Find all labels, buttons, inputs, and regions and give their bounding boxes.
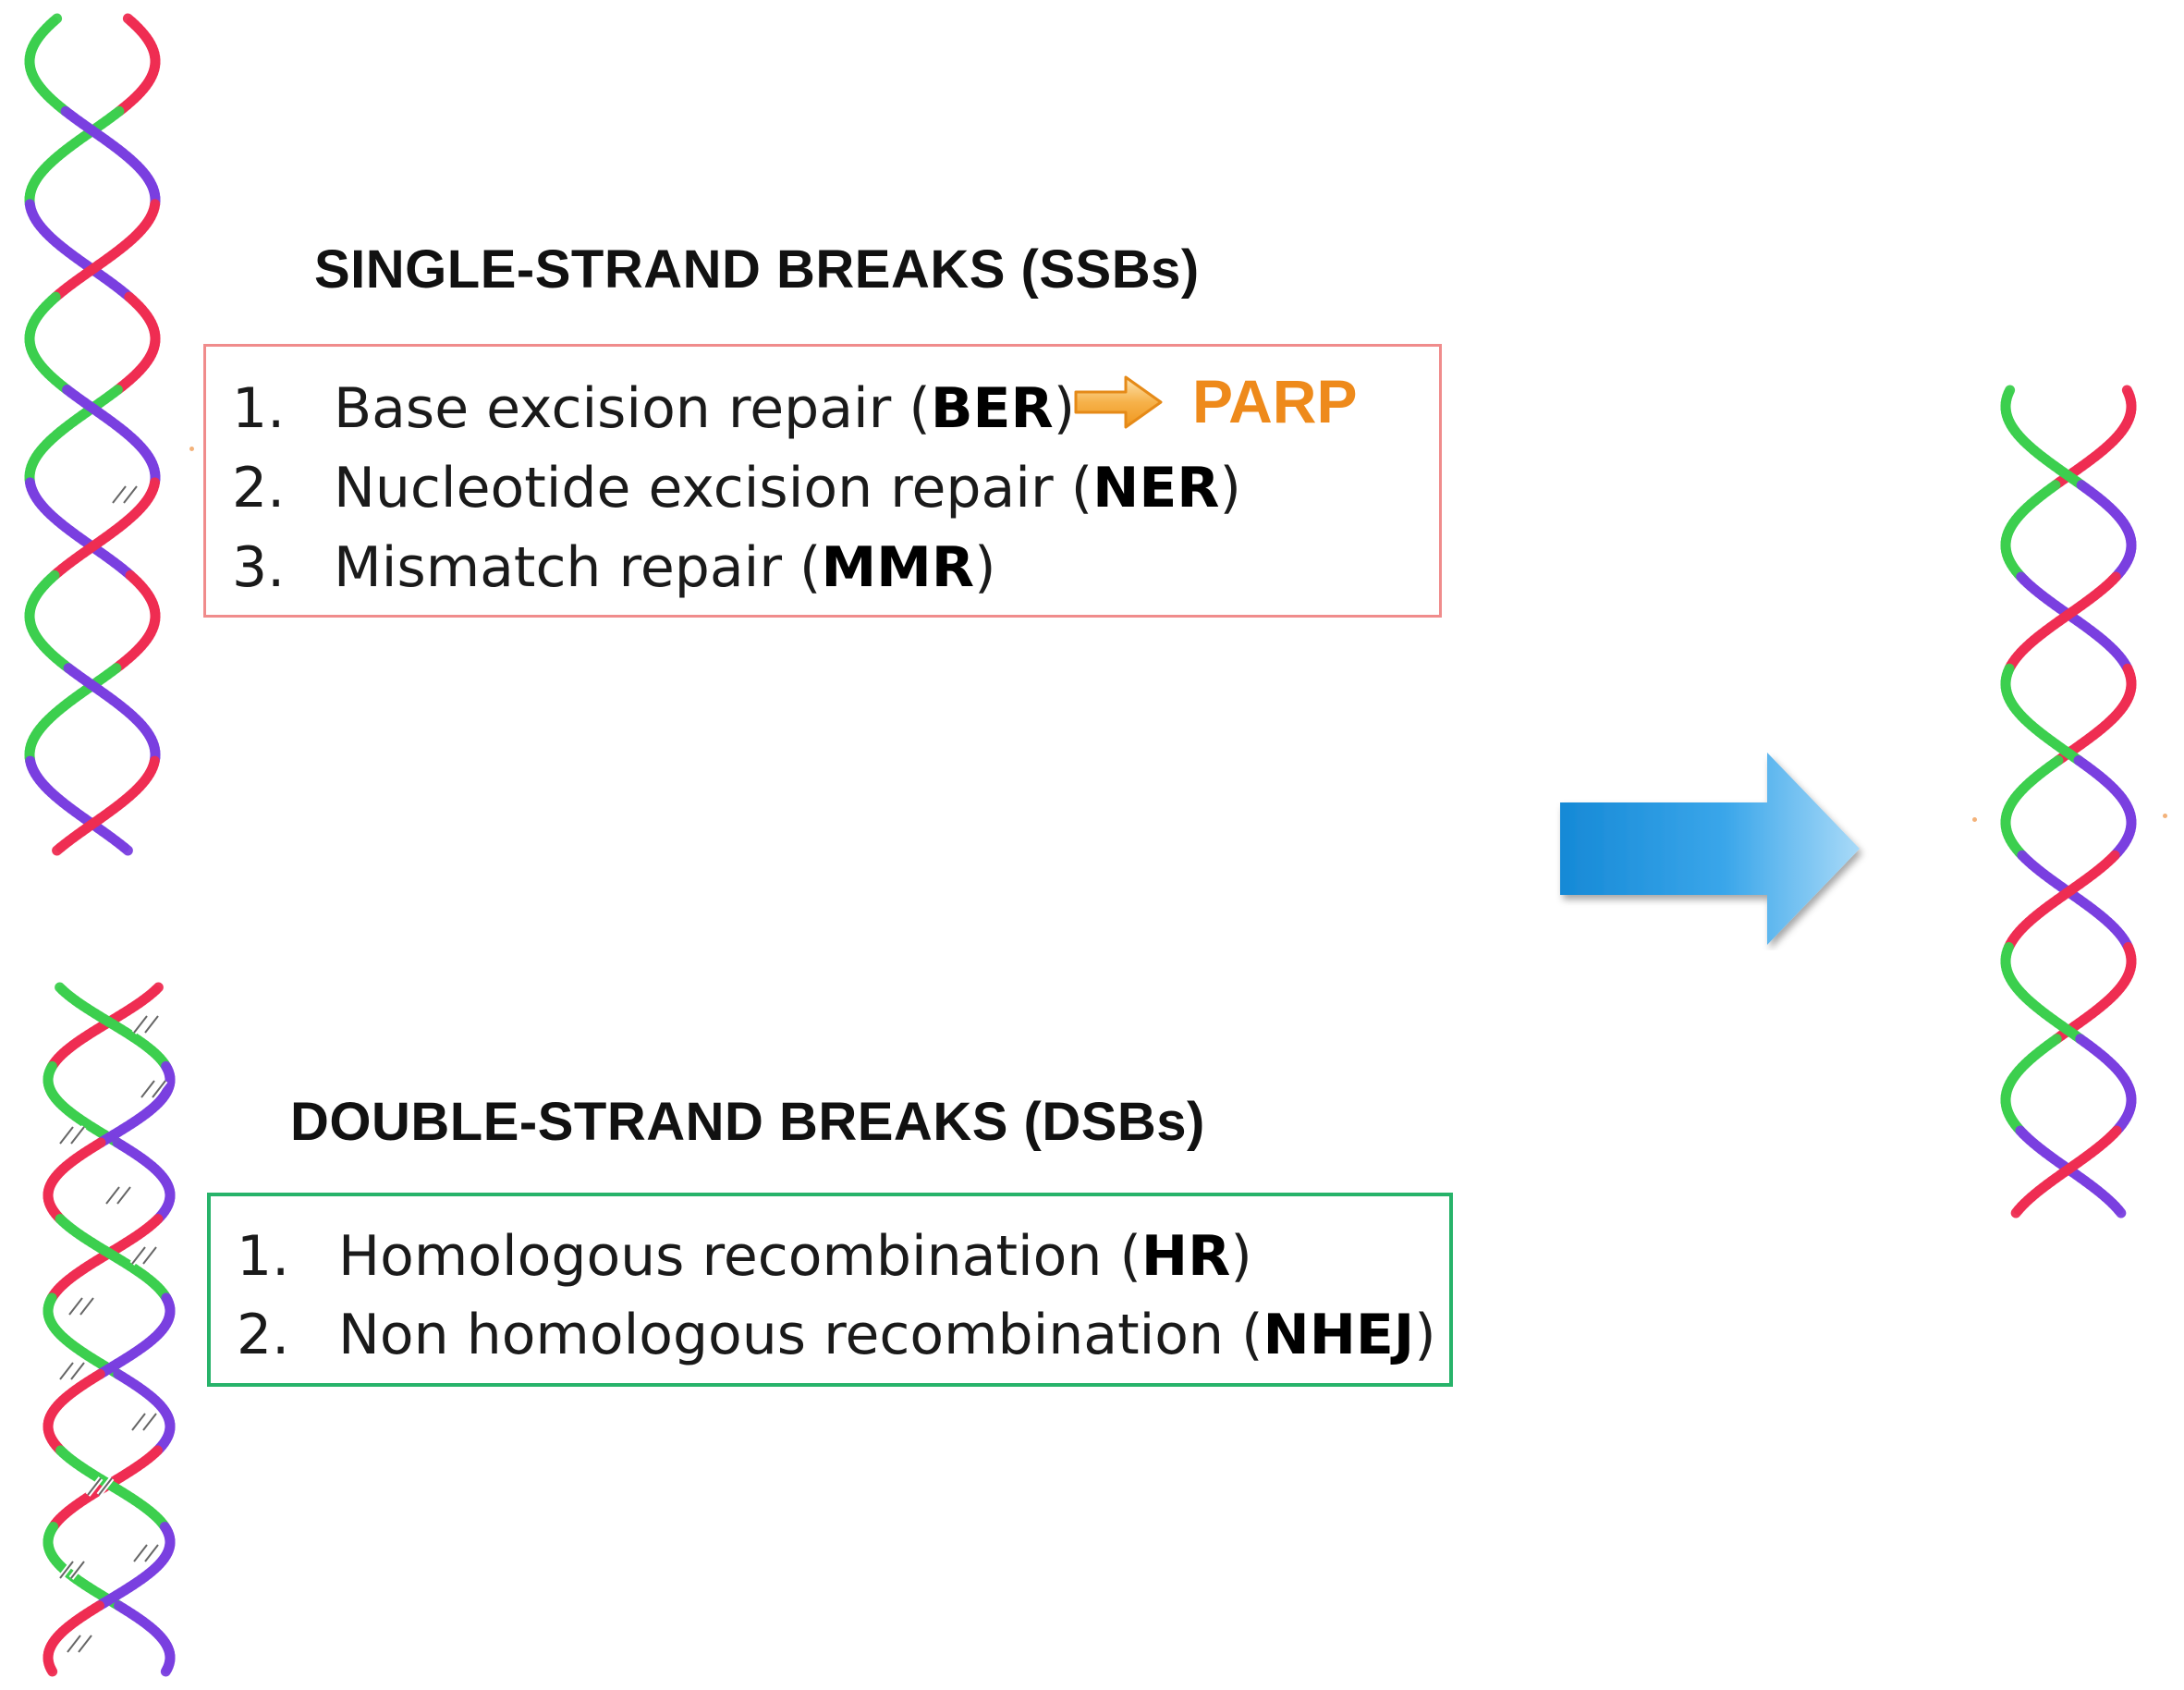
strand-break-mark <box>85 1476 115 1497</box>
strand-break-mark <box>57 1560 87 1580</box>
ssb-repair-pathways-box: 1. Base excision repair (BER) 2. Nucleotid… <box>203 344 1442 618</box>
helix-strand-segment <box>52 842 67 856</box>
pathway-abbreviation: HR <box>1141 1224 1231 1289</box>
helix-strand-segment <box>118 842 133 856</box>
helix-strand-segment <box>160 1663 173 1677</box>
speck <box>2163 814 2167 818</box>
ssb-pathway-ner: 2. Nucleotide excision repair (NER) <box>232 456 1241 520</box>
closing-paren: ) <box>1414 1303 1436 1367</box>
dna-helix-dsb-icon <box>43 982 176 1677</box>
pathway-label: Base excision repair ( <box>334 376 931 441</box>
ssb-pathway-ber: 1. Base excision repair (BER) <box>232 376 1075 441</box>
pathway-abbreviation: MMR <box>821 535 975 600</box>
pathway-label: Homologous recombination ( <box>338 1224 1141 1289</box>
dsb-pathway-hr: 1. Homologous recombination (HR) <box>237 1224 1252 1289</box>
dna-helix-repaired-icon <box>2000 385 2137 1219</box>
strand-break-mark <box>131 1014 161 1035</box>
parp-arrow-icon <box>1074 375 1163 429</box>
strand-break-mark <box>139 1079 168 1099</box>
helix-strand-segment <box>45 1663 58 1677</box>
list-number: 2. <box>237 1303 290 1367</box>
strand-break-mark <box>57 1361 87 1381</box>
dsb-heading: DOUBLE-STRAND BREAKS (DSBs) <box>290 1092 1205 1152</box>
helix-strand-segment <box>2010 1205 2024 1219</box>
pathway-abbreviation: BER <box>930 376 1054 441</box>
list-number: 1. <box>237 1224 290 1289</box>
pathway-label: Mismatch repair ( <box>334 535 822 600</box>
closing-paren: ) <box>1219 456 1241 520</box>
closing-paren: ) <box>1230 1224 1252 1289</box>
list-number: 1. <box>232 376 286 441</box>
list-number: 3. <box>232 535 286 600</box>
strand-break-mark <box>129 1245 159 1266</box>
parp-label: PARP <box>1192 367 1358 435</box>
helix-strand-segment <box>2113 1205 2127 1219</box>
strand-break-mark <box>129 1412 159 1432</box>
ssb-heading: SINGLE-STRAND BREAKS (SSBs) <box>314 239 1200 300</box>
closing-paren: ) <box>974 535 996 600</box>
dna-helix-ssb-icon <box>24 13 161 856</box>
closing-paren: ) <box>1053 376 1076 441</box>
dsb-pathway-nhej: 2. Non homologous recombination (NHEJ) <box>237 1303 1436 1367</box>
pathway-label: Nucleotide excision repair ( <box>334 456 1093 520</box>
strand-break-mark <box>67 1296 96 1316</box>
strand-break-mark <box>65 1634 94 1654</box>
repair-result-arrow-icon <box>1560 753 1860 945</box>
speck <box>1972 817 1977 822</box>
pathway-label: Non homologous recombination ( <box>338 1303 1263 1367</box>
dsb-repair-pathways-box: 1. Homologous recombination (HR) 2. Non ho… <box>207 1193 1453 1387</box>
ssb-pathway-mmr: 3. Mismatch repair (MMR) <box>232 535 996 600</box>
strand-break-mark <box>57 1125 87 1145</box>
speck <box>189 447 194 451</box>
strand-break-mark <box>110 484 140 505</box>
strand-break-mark <box>104 1185 133 1206</box>
pathway-abbreviation: NHEJ <box>1263 1303 1415 1367</box>
pathway-abbreviation: NER <box>1092 456 1220 520</box>
strand-break-mark <box>131 1543 161 1563</box>
list-number: 2. <box>232 456 286 520</box>
